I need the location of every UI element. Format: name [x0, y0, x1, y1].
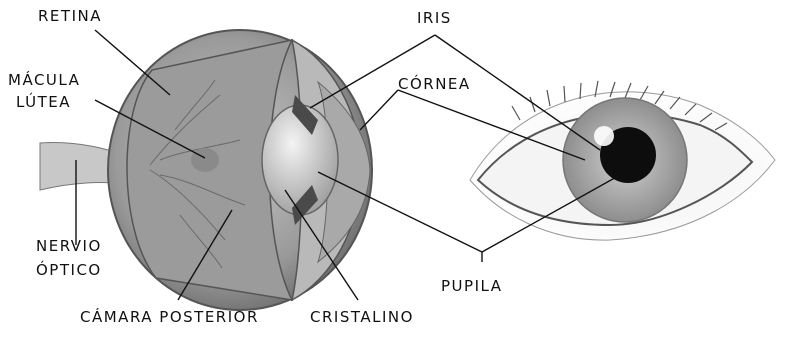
label-camara-posterior: CÁMARA POSTERIOR — [80, 307, 259, 327]
label-macula-line1: MÁCULA — [8, 70, 80, 90]
label-iris: IRIS — [417, 8, 452, 28]
label-cornea: CÓRNEA — [398, 74, 471, 94]
label-macula-line2: LÚTEA — [16, 92, 71, 112]
label-retina: RETINA — [38, 6, 102, 26]
leader-cornea-left — [360, 90, 398, 130]
label-nervio-line2: ÓPTICO — [36, 260, 102, 280]
label-pupila: PUPILA — [441, 276, 502, 296]
macula-spot — [191, 148, 219, 172]
label-nervio-line1: NERVIO — [36, 236, 102, 256]
label-cristalino: CRISTALINO — [310, 307, 414, 327]
eyeball-cross-section — [108, 30, 372, 310]
lens — [262, 105, 338, 215]
highlight — [594, 126, 614, 146]
external-eye — [470, 81, 775, 240]
